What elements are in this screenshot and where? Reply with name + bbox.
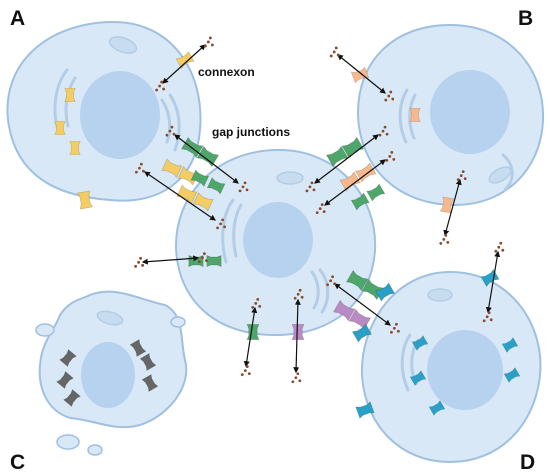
connexon-icon: [129, 339, 147, 357]
callout-gap-junctions: gap junctions: [212, 125, 290, 139]
molecule-dots-icon: [238, 181, 249, 193]
molecule-dots-icon: [439, 234, 450, 245]
molecule-dots-icon: [494, 241, 505, 253]
connexon-icon: [291, 324, 305, 340]
double-arrow-icon: [293, 298, 301, 374]
golgi-b: [398, 88, 514, 192]
connexon-icon: [206, 254, 222, 268]
panel-label-b: B: [518, 7, 534, 30]
nucleus-center: [243, 202, 313, 278]
connexon-icon: [246, 324, 260, 340]
connexon-icon: [501, 337, 519, 353]
cell-a: [6, 20, 202, 202]
molecule-dots-icon: [135, 162, 145, 174]
connexon-icon: [63, 388, 81, 408]
double-arrow-icon: [337, 54, 386, 94]
molecule-dots-icon: [456, 170, 467, 182]
connexon-icon: [503, 367, 521, 383]
molecule-dots-icon: [240, 365, 251, 377]
mitochondrion-d: [427, 288, 453, 302]
connexon-icon: [56, 370, 74, 390]
gap-junction-icon: [325, 136, 365, 168]
connexon-icon: [411, 335, 429, 351]
molecule-dots-icon: [293, 288, 304, 300]
connexon-icon: [188, 254, 204, 268]
nucleus-a: [80, 71, 160, 159]
molecule-dots-icon: [305, 181, 316, 193]
double-arrow-icon: [174, 134, 239, 184]
panel-label-c: C: [10, 451, 26, 474]
connexon-icon: [69, 140, 81, 156]
molecule-dots-icon: [216, 218, 227, 230]
double-arrow-icon: [141, 255, 200, 265]
mitochondrion-a: [108, 36, 138, 54]
bleb-c-3: [87, 444, 103, 456]
connexon-icon: [54, 120, 66, 136]
nucleus-d: [427, 330, 503, 410]
molecule-dots-icon: [134, 256, 145, 268]
golgi-center: [221, 198, 330, 314]
double-arrow-icon: [334, 283, 391, 326]
double-arrow-icon: [324, 159, 386, 206]
connexon-icon: [139, 353, 157, 371]
molecule-dots-icon: [329, 46, 340, 58]
panel-label-a: A: [10, 7, 26, 30]
mitochondrion-b: [488, 166, 512, 184]
double-arrow-icon: [243, 306, 258, 368]
molecule-dots-icon: [326, 275, 336, 287]
bleb-c-4: [170, 316, 186, 328]
double-arrow-icon: [162, 44, 206, 84]
nucleus-b: [430, 70, 510, 154]
molecule-dots-icon: [203, 36, 214, 48]
molecule-dots-icon: [198, 252, 208, 264]
bleb-c-2: [56, 434, 80, 450]
connexon-icon: [59, 348, 77, 368]
panel-label-d: D: [520, 451, 536, 474]
mitochondrion-center: [276, 171, 304, 185]
molecule-dots-icon: [155, 80, 166, 92]
connexon-icon: [409, 107, 421, 123]
connexon-icon: [64, 87, 76, 103]
connexon-icon: [355, 401, 375, 419]
connexon-icon: [141, 374, 159, 392]
double-arrow-icon: [144, 171, 216, 221]
connexon-icon: [428, 400, 446, 416]
arrow-layer: [134, 36, 505, 384]
molecule-dots-icon: [251, 297, 262, 309]
connexon-icon: [409, 370, 427, 386]
molecule-dots-icon: [384, 90, 395, 102]
molecule-dots-icon: [291, 372, 302, 384]
molecule-dots-icon: [390, 322, 400, 334]
connexon-icon: [76, 190, 94, 210]
molecule-dots-icon: [385, 151, 396, 162]
molecule-dots-icon: [482, 311, 493, 323]
cell-d: [360, 270, 542, 464]
callout-connexon: connexon: [198, 65, 255, 79]
cell-c-apoptotic: [35, 290, 188, 456]
nucleus-c: [81, 342, 135, 408]
bleb-c-1: [35, 323, 55, 337]
molecule-dots-icon: [165, 125, 176, 137]
cell-b: [356, 23, 545, 207]
double-arrow-icon: [443, 178, 462, 237]
connexon-icon: [366, 183, 386, 202]
molecule-dots-icon: [378, 125, 389, 137]
molecule-dots-icon: [315, 203, 326, 215]
mitochondrion-c: [96, 310, 124, 326]
double-arrow-icon: [485, 250, 501, 314]
connexon-icon: [351, 323, 373, 343]
